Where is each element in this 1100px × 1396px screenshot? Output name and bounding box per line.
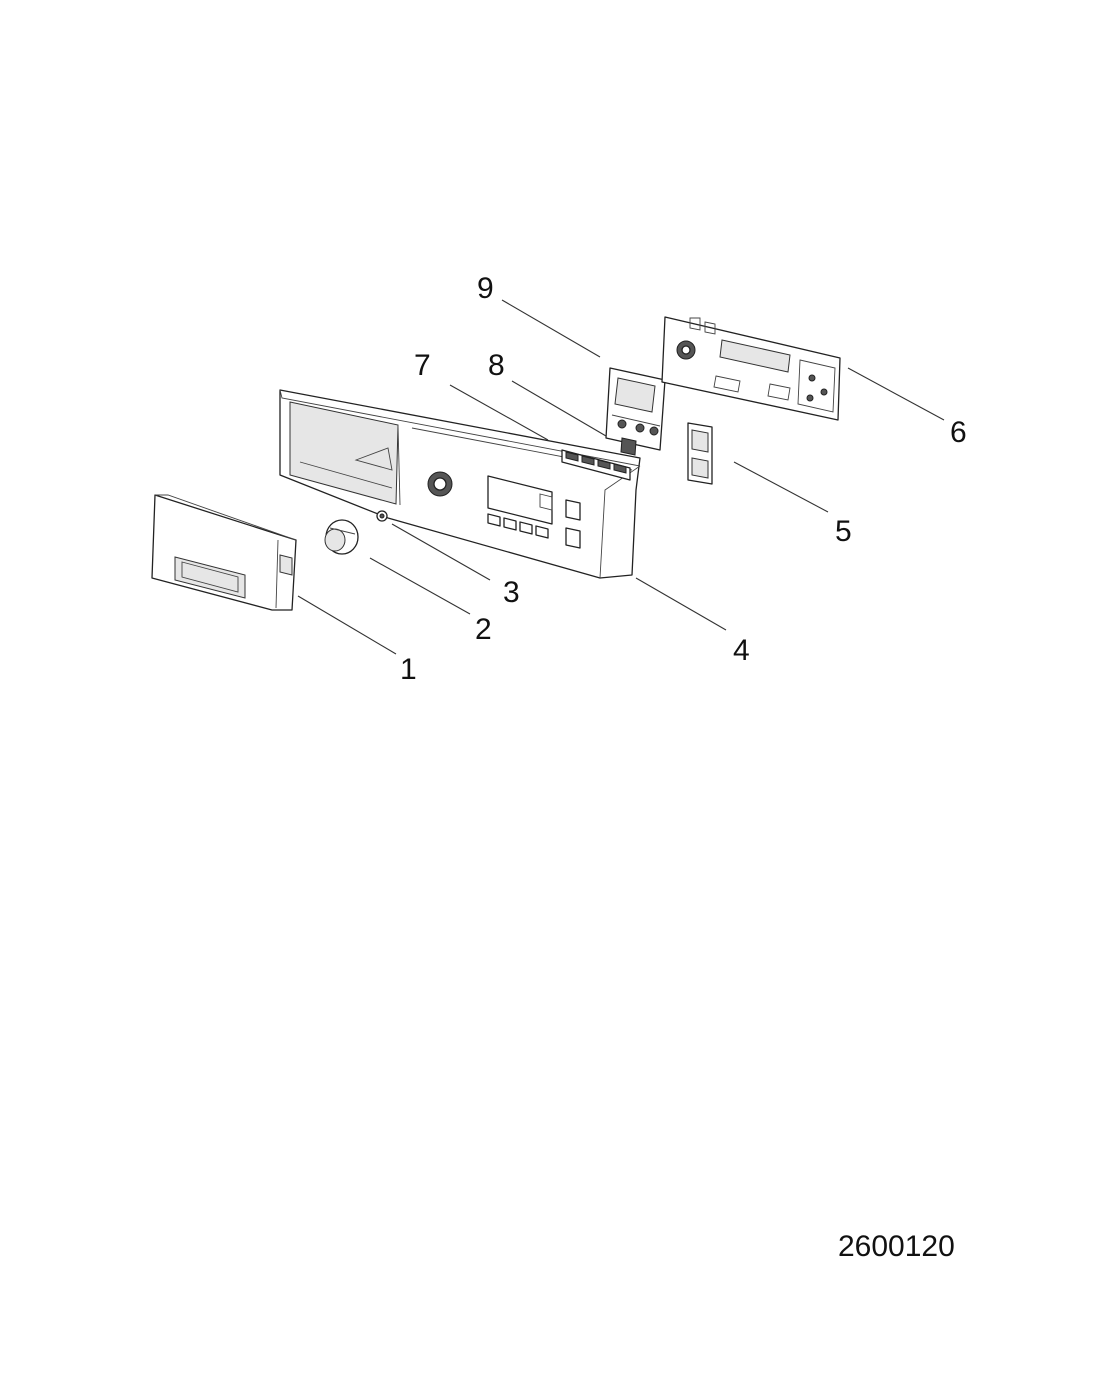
callout-4: 4 (733, 634, 750, 667)
part-7-button-strip (561, 449, 631, 481)
part-3-light-pipe (376, 510, 388, 522)
part-4-control-panel (279, 389, 641, 579)
part-6-main-board (661, 316, 841, 421)
callout-3: 3 (503, 576, 520, 609)
part-1-drawer-handle (151, 494, 297, 611)
callout-labels: 1 2 3 4 5 6 7 8 9 (400, 272, 967, 686)
part-5-switch-module (687, 422, 713, 485)
leader-7 (449, 384, 549, 441)
drawing-number: 2600120 (838, 1230, 955, 1263)
leader-1 (297, 595, 397, 655)
leader-lines (297, 299, 945, 655)
leader-6 (847, 367, 945, 421)
leader-4 (635, 577, 727, 631)
part-8-display-board (605, 367, 666, 456)
leader-2 (369, 557, 471, 615)
leader-3 (391, 523, 491, 581)
callout-9: 9 (477, 272, 494, 305)
leader-9 (501, 299, 601, 358)
callout-8: 8 (488, 349, 505, 382)
callout-7: 7 (414, 349, 431, 382)
leader-8 (511, 380, 607, 437)
callout-5: 5 (835, 515, 852, 548)
leader-5 (733, 461, 829, 513)
callout-2: 2 (475, 613, 492, 646)
callout-6: 6 (950, 416, 967, 449)
part-2-knob (324, 519, 359, 555)
callout-1: 1 (400, 653, 417, 686)
